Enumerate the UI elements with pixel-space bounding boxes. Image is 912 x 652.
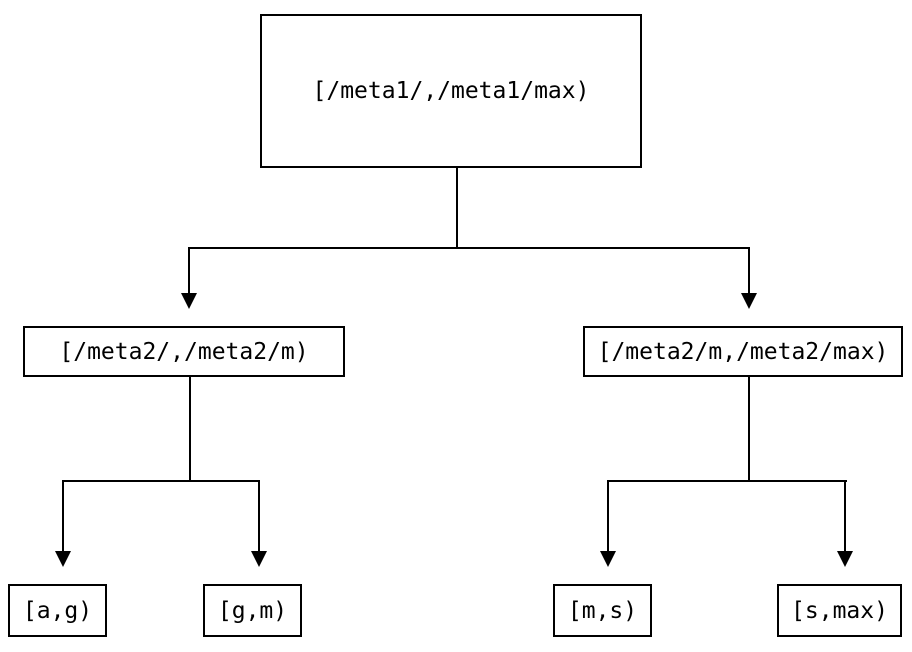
arrow-down-icon <box>600 551 616 567</box>
edge-meta2-low-stem <box>189 377 191 481</box>
node-meta2-low-range: [/meta2/,/meta2/m) <box>23 326 345 377</box>
edge-root-to-meta2-high <box>748 247 750 293</box>
edge-root-to-meta2-low <box>188 247 190 293</box>
node-leaf-a-g: [a,g) <box>8 584 107 637</box>
node-meta2-high-range: [/meta2/m,/meta2/max) <box>583 326 903 377</box>
edge-to-leaf-s-max <box>844 480 846 551</box>
node-leaf-g-m: [g,m) <box>203 584 302 637</box>
edge-meta2-high-crossbar <box>607 480 847 482</box>
node-leaf-s-max: [s,max) <box>777 584 902 637</box>
edge-root-stem <box>456 168 458 248</box>
edge-meta2-high-stem <box>748 377 750 481</box>
arrow-down-icon <box>251 551 267 567</box>
arrow-down-icon <box>181 293 197 309</box>
edge-root-crossbar <box>188 247 750 249</box>
arrow-down-icon <box>741 293 757 309</box>
edge-to-leaf-a-g <box>62 480 64 551</box>
edge-to-leaf-m-s <box>607 480 609 551</box>
edge-meta2-low-crossbar <box>62 480 260 482</box>
node-leaf-m-s: [m,s) <box>553 584 652 637</box>
node-meta1-range: [/meta1/,/meta1/max) <box>260 14 642 168</box>
arrow-down-icon <box>55 551 71 567</box>
edge-to-leaf-g-m <box>258 480 260 551</box>
arrow-down-icon <box>837 551 853 567</box>
